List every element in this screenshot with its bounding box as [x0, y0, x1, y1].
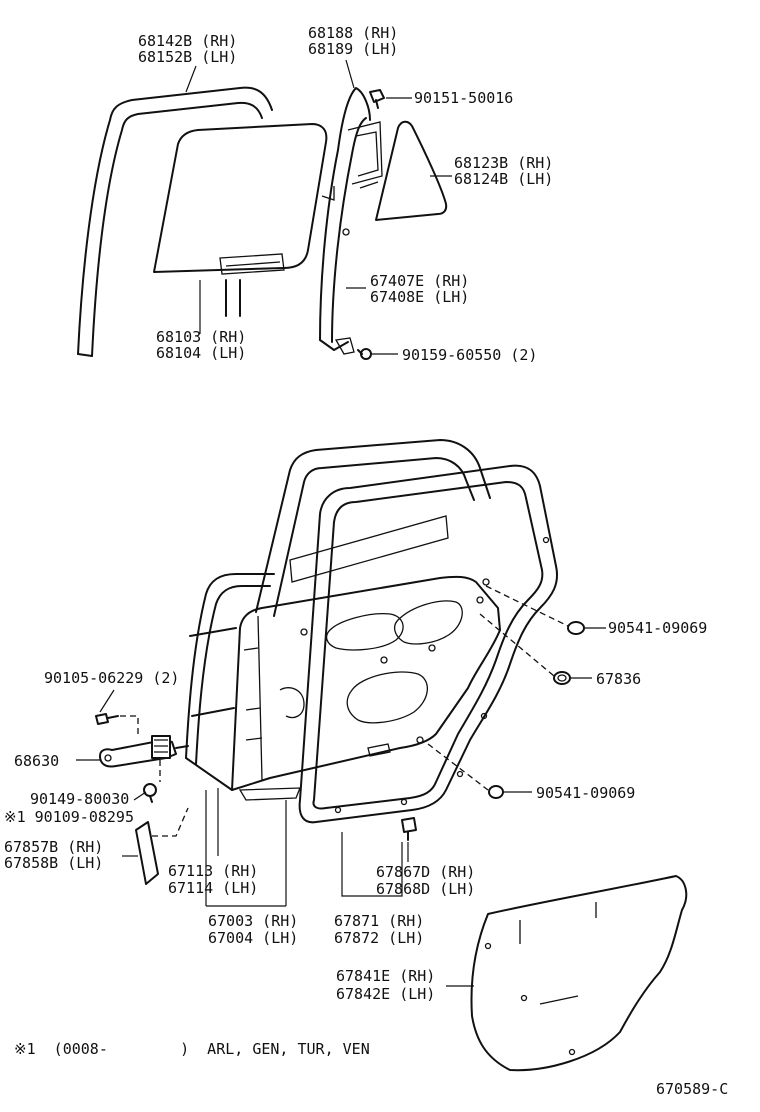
bolt-90149-icon	[143, 783, 157, 803]
quarter-glass	[375, 120, 448, 221]
label-door-panel-rh: 67113 (RH)	[168, 862, 258, 880]
part-labels: 68142B (RH) 68152B (LH) 68188 (RH) 68189…	[4, 24, 728, 1098]
door-frame	[255, 439, 491, 617]
label-weatherstrip-lh: 67872 (LH)	[334, 929, 424, 947]
label-bolt-b: ※1 90109-08295	[4, 808, 134, 826]
screw-top-icon	[369, 89, 385, 109]
label-quarter-glass-rh: 68123B (RH)	[454, 154, 553, 172]
bolt-bottom-icon	[357, 348, 372, 360]
trim-board	[470, 875, 688, 1072]
figure-code: 670589-C	[656, 1080, 728, 1098]
grommet-upper-icon	[567, 621, 585, 635]
glass-run-channel	[77, 86, 273, 357]
bolt-check-icon	[95, 713, 119, 725]
label-bolt-a: 90149-80030	[30, 790, 129, 808]
label-division-bar-lh: 67408E (LH)	[370, 288, 469, 306]
label-door-assy-lh: 67004 (LH)	[208, 929, 298, 947]
label-door-assy-rh: 67003 (RH)	[208, 912, 298, 930]
label-bolt-bottom: 90159-60550 (2)	[402, 346, 537, 364]
weatherstrip	[298, 464, 558, 824]
label-clip-weatherstrip-rh: 67867D (RH)	[376, 863, 475, 881]
label-door-glass-lh: 68104 (LH)	[156, 344, 246, 362]
label-grommet-upper: 90541-09069	[608, 619, 707, 637]
label-quarter-glass-lh: 68124B (LH)	[454, 170, 553, 188]
leader-lines-bottom	[76, 627, 606, 987]
hinge-cover	[135, 821, 159, 885]
label-division-bar-rh: 67407E (RH)	[370, 272, 469, 290]
door-check	[99, 735, 189, 768]
label-division-bar-top-lh: 68189 (LH)	[308, 40, 398, 58]
label-door-check: 68630	[14, 752, 59, 770]
door-inner-panel	[231, 575, 501, 801]
door-glass	[153, 123, 328, 317]
label-clip-67836: 67836	[596, 670, 641, 688]
label-grommet-lower: 90541-09069	[536, 784, 635, 802]
division-bar	[319, 87, 383, 355]
clip-weatherstrip-icon	[401, 817, 417, 841]
label-hinge-cover-lh: 67858B (LH)	[4, 854, 103, 872]
footnote: ※1 (0008- ) ARL, GEN, TUR, VEN	[14, 1040, 370, 1058]
label-hinge-cover-rh: 67857B (RH)	[4, 838, 103, 856]
label-screw-top: 90151-50016	[414, 89, 513, 107]
dashed-leaders	[120, 585, 569, 837]
label-trim-board-lh: 67842E (LH)	[336, 985, 435, 1003]
door-outer-panel	[185, 573, 275, 791]
label-glass-run-top-rh: 68142B (RH)	[138, 32, 237, 50]
clip-67836-icon	[553, 671, 571, 685]
label-bolt-check: 90105-06229 (2)	[44, 669, 179, 687]
label-trim-board-rh: 67841E (RH)	[336, 967, 435, 985]
label-weatherstrip-rh: 67871 (RH)	[334, 912, 424, 930]
grommet-lower-icon	[488, 785, 504, 799]
label-door-glass-rh: 68103 (RH)	[156, 328, 246, 346]
label-division-bar-top-rh: 68188 (RH)	[308, 24, 398, 42]
leader-lines-top	[185, 59, 452, 355]
label-glass-run-top-lh: 68152B (LH)	[138, 48, 237, 66]
label-clip-weatherstrip-lh: 67868D (LH)	[376, 880, 475, 898]
label-door-panel-lh: 67114 (LH)	[168, 879, 258, 897]
